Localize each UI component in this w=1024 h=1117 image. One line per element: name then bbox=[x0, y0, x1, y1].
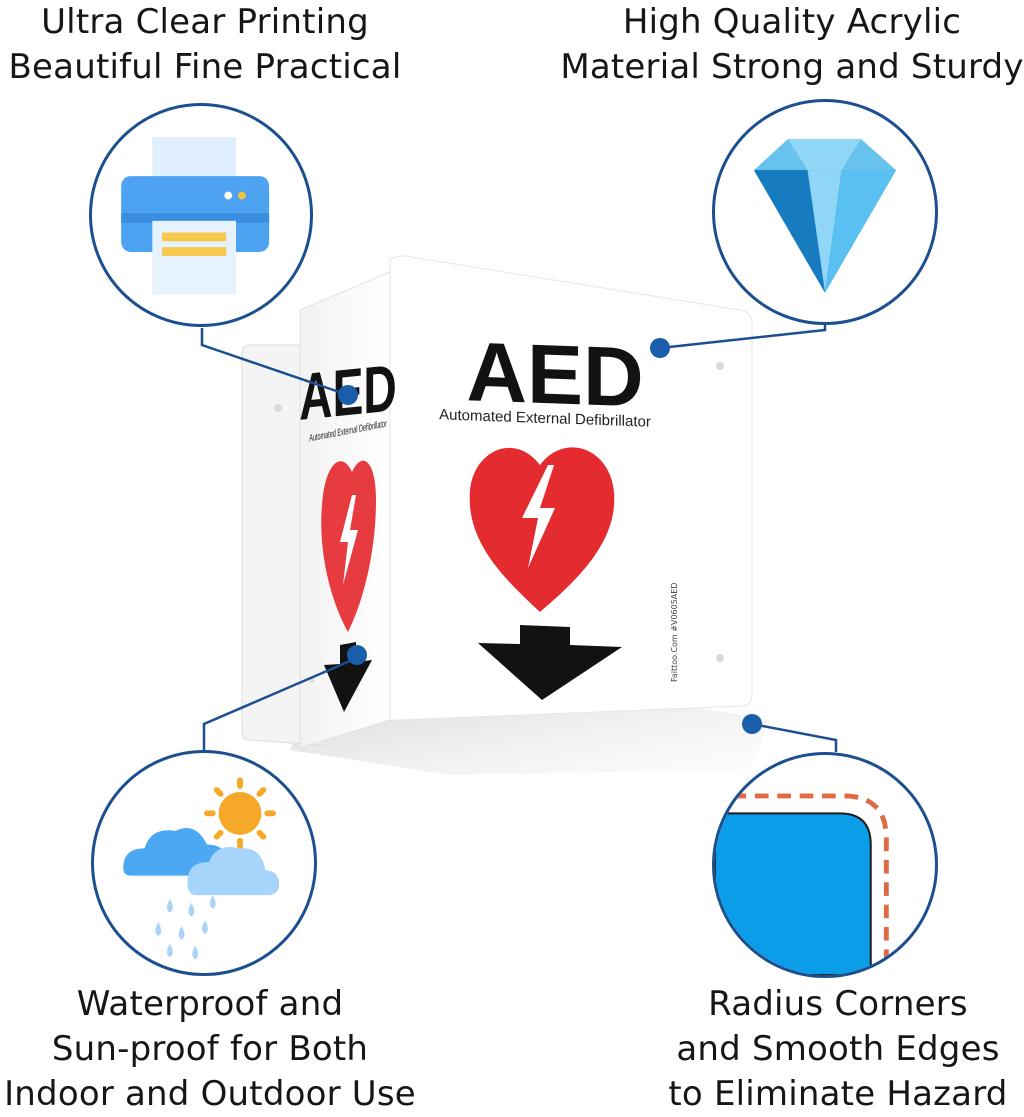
caption-line: Material Strong and Sturdy bbox=[560, 47, 1024, 87]
caption-line: Radius Corners bbox=[708, 984, 968, 1024]
lightning-bolt bbox=[522, 465, 555, 568]
caption-line: Waterproof and bbox=[76, 984, 344, 1024]
diamond-icon bbox=[753, 138, 897, 293]
feature-circle-weather bbox=[91, 750, 317, 976]
sun-icon bbox=[203, 777, 277, 850]
mount-hole bbox=[716, 362, 724, 370]
brand-text: Faittoo.Com #V0605AED bbox=[670, 583, 679, 683]
aed-sign-product: AED Automated External Defibrillator Fai… bbox=[230, 250, 770, 780]
front-down-arrow bbox=[478, 625, 622, 700]
raindrops-icon bbox=[155, 895, 216, 960]
caption-line: Sun-proof for Both bbox=[51, 1029, 369, 1069]
weather-icon bbox=[123, 777, 280, 960]
caption-printing: Ultra Clear Printing Beautiful Fine Prac… bbox=[0, 0, 410, 90]
caption-material: High Quality Acrylic Material Strong and… bbox=[560, 0, 1024, 90]
caption-radius-corners: Radius Corners and Smooth Edges to Elimi… bbox=[652, 982, 1024, 1117]
caption-line: to Eliminate Hazard bbox=[668, 1074, 1008, 1114]
mount-hole bbox=[309, 677, 315, 683]
mount-hole bbox=[716, 654, 724, 662]
rounded-corner-icon bbox=[715, 793, 889, 975]
caption-line: Indoor and Outdoor Use bbox=[4, 1074, 416, 1114]
cloud-icon bbox=[123, 828, 280, 896]
printer-icon bbox=[121, 137, 270, 295]
feature-circle-printing bbox=[89, 103, 313, 327]
feature-circle-material bbox=[712, 99, 938, 325]
aed-sign-illustration: AED Automated External Defibrillator Fai… bbox=[241, 255, 770, 775]
caption-line: High Quality Acrylic bbox=[622, 2, 962, 42]
side-lightning bbox=[340, 495, 358, 585]
caption-waterproof: Waterproof and Sun-proof for Both Indoor… bbox=[0, 982, 420, 1117]
caption-line: and Smooth Edges bbox=[676, 1029, 1000, 1069]
front-aed-title: AED bbox=[466, 324, 643, 424]
feature-circle-radius bbox=[712, 752, 938, 978]
mount-hole bbox=[274, 404, 282, 412]
caption-line: Ultra Clear Printing bbox=[41, 2, 369, 42]
caption-line: Beautiful Fine Practical bbox=[8, 47, 402, 87]
